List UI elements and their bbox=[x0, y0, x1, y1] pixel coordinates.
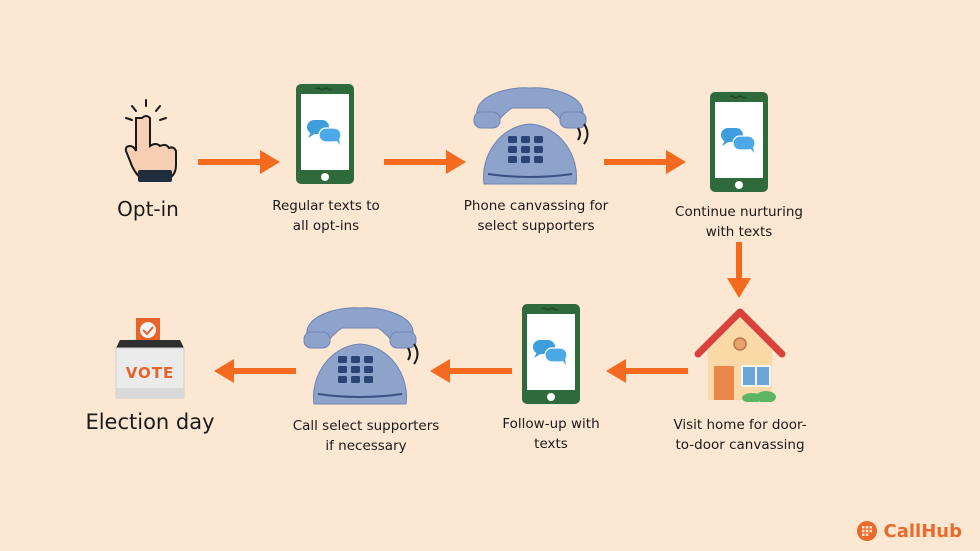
ballot-box-text: VOTE bbox=[125, 364, 175, 382]
step-label-election-day: Election day bbox=[85, 410, 215, 434]
step-label-opt-in: Opt-in bbox=[117, 197, 179, 221]
tap-hand-icon bbox=[124, 99, 177, 182]
arrow-right-icon bbox=[384, 150, 466, 174]
arrow-left-icon bbox=[606, 359, 688, 383]
callhub-logo-icon bbox=[856, 521, 877, 541]
arrow-left-icon bbox=[430, 359, 512, 383]
mobile-chat-icon bbox=[522, 304, 580, 404]
step-label-regular-texts: Regular texts to all opt-ins bbox=[272, 198, 380, 234]
step-label-follow-up: Follow-up with texts bbox=[502, 416, 600, 452]
step-label-visit-home: Visit home for door- to-door canvassing bbox=[673, 417, 807, 453]
arrow-left-icon bbox=[214, 359, 296, 383]
house-icon bbox=[694, 308, 786, 402]
brand-name: CallHub bbox=[883, 520, 962, 542]
arrow-right-icon bbox=[198, 150, 280, 174]
landline-phone-icon bbox=[303, 306, 419, 405]
brand-logo: CallHub bbox=[856, 520, 962, 542]
step-label-call-select: Call select supporters if necessary bbox=[292, 418, 440, 454]
mobile-chat-icon bbox=[710, 92, 768, 192]
landline-phone-icon bbox=[473, 86, 589, 185]
arrow-down-icon bbox=[727, 242, 751, 298]
ballot-box-icon: VOTE bbox=[112, 316, 188, 400]
arrow-right-icon bbox=[604, 150, 686, 174]
mobile-chat-icon bbox=[296, 84, 354, 184]
step-label-continue-nurturing: Continue nurturing with texts bbox=[675, 204, 803, 240]
step-label-phone-canvassing: Phone canvassing for select supporters bbox=[463, 198, 609, 234]
